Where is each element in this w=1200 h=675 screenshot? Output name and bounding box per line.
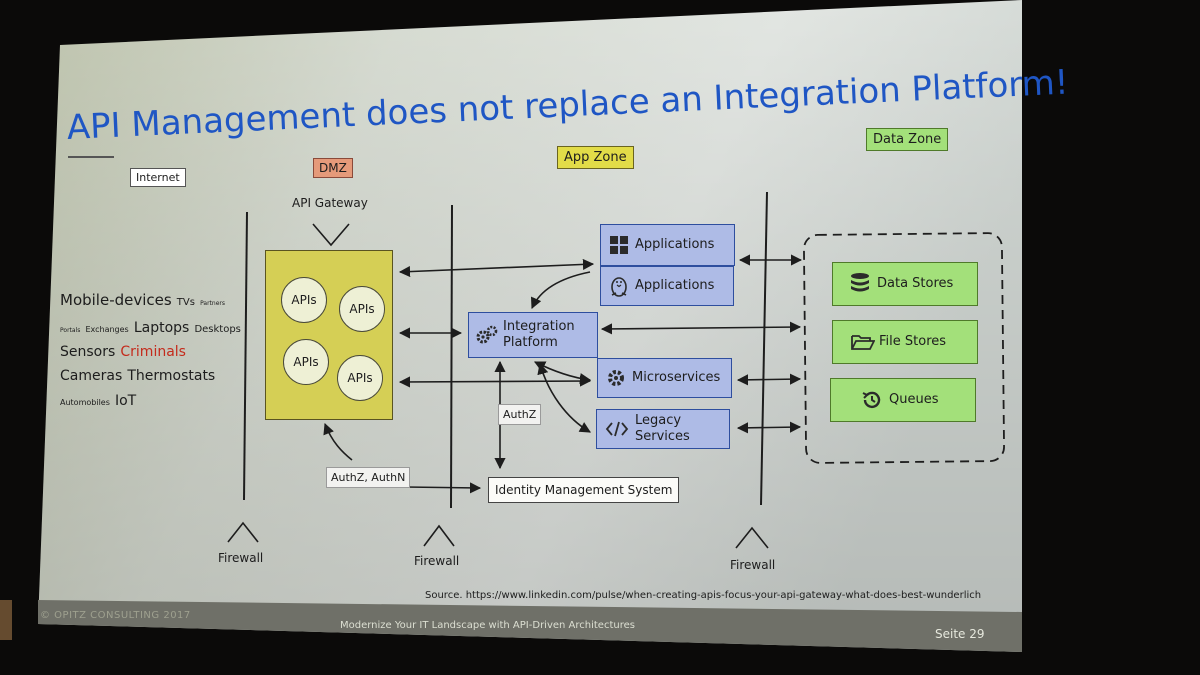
code-icon xyxy=(605,420,629,438)
client-automobiles: Automobiles xyxy=(60,398,110,407)
applications-windows-box[interactable]: Applications xyxy=(600,224,735,266)
firewall-label-3: Firewall xyxy=(730,558,776,572)
client-iot: IoT xyxy=(114,393,137,409)
source-citation: Source. https://www.linkedin.com/pulse/w… xyxy=(425,590,982,601)
legacy-label-line1: Legacy xyxy=(635,413,682,428)
applications-linux-label: Applications xyxy=(635,278,715,293)
queues-label: Queues xyxy=(889,392,939,407)
data-stores-box[interactable]: Data Stores xyxy=(832,262,978,306)
client-laptops: Laptops xyxy=(133,320,190,336)
identity-management-box[interactable]: Identity Management System xyxy=(488,477,680,503)
gears-icon xyxy=(475,324,499,346)
api-circle-3[interactable]: APIs xyxy=(283,339,329,385)
client-thermostats: Thermostats xyxy=(127,368,216,384)
gear-icon xyxy=(606,368,626,388)
integration-platform-box[interactable]: Integration Platform xyxy=(468,312,598,358)
file-stores-box[interactable]: File Stores xyxy=(832,320,978,364)
firewall-line-3 xyxy=(760,191,768,506)
linux-penguin-icon xyxy=(609,275,629,297)
client-desktops: Desktops xyxy=(194,324,241,335)
api-circle-4[interactable]: APIs xyxy=(337,355,383,401)
file-stores-label: File Stores xyxy=(879,334,947,349)
integration-platform-label: Integration Platform xyxy=(503,319,575,351)
integration-label-line2: Platform xyxy=(503,335,558,350)
firewall-line-1 xyxy=(243,211,248,501)
authz-label: AuthZ xyxy=(498,404,542,425)
footer-copyright: © OPITZ CONSULTING 2017 xyxy=(40,610,191,621)
client-tvs: TVs xyxy=(176,297,195,308)
legacy-services-box[interactable]: Legacy Services xyxy=(596,409,730,449)
client-partners: Partners xyxy=(200,300,225,307)
firewall-caret-3 xyxy=(735,526,769,549)
client-sensors: Sensors xyxy=(60,344,116,360)
api-circle-2[interactable]: APIs xyxy=(339,286,385,332)
authz-authn-label: AuthZ, AuthN xyxy=(326,467,411,488)
zone-data-tag: Data Zone xyxy=(866,128,949,151)
client-criminals: Criminals xyxy=(120,344,186,360)
client-cameras: Cameras xyxy=(60,368,123,384)
firewall-label-1: Firewall xyxy=(218,551,264,565)
gateway-chevron xyxy=(312,223,350,247)
database-icon xyxy=(849,272,871,296)
client-mobile-devices: Mobile-devices xyxy=(60,291,172,309)
client-portals: Portals xyxy=(60,327,81,334)
footer-subtitle: Modernize Your IT Landscape with API-Dri… xyxy=(340,620,635,631)
applications-windows-label: Applications xyxy=(635,237,715,252)
legacy-services-label: Legacy Services xyxy=(635,413,690,445)
folder-open-icon xyxy=(851,333,875,351)
client-exchanges: Exchanges xyxy=(85,325,129,334)
data-stores-label: Data Stores xyxy=(877,276,954,291)
zone-app-tag: App Zone xyxy=(557,146,634,169)
microservices-box[interactable]: Microservices xyxy=(597,358,732,398)
zone-internet-tag: Internet xyxy=(130,168,186,187)
title-underline xyxy=(68,156,114,158)
microservices-label: Microservices xyxy=(632,370,721,385)
queues-box[interactable]: Queues xyxy=(830,378,976,422)
windows-icon xyxy=(609,235,629,255)
firewall-caret-2 xyxy=(423,524,455,547)
firewall-caret-1 xyxy=(227,521,259,543)
footer-page-number: Seite 29 xyxy=(935,627,985,641)
integration-label-line1: Integration xyxy=(503,319,575,334)
api-gateway-label: API Gateway xyxy=(292,196,368,210)
firewall-line-2 xyxy=(450,204,453,509)
legacy-label-line2: Services xyxy=(635,429,690,444)
applications-linux-box[interactable]: Applications xyxy=(600,266,734,306)
history-icon xyxy=(861,389,883,411)
zone-dmz-tag: DMZ xyxy=(313,158,353,178)
api-circle-1[interactable]: APIs xyxy=(281,277,327,323)
firewall-label-2: Firewall xyxy=(414,554,460,568)
